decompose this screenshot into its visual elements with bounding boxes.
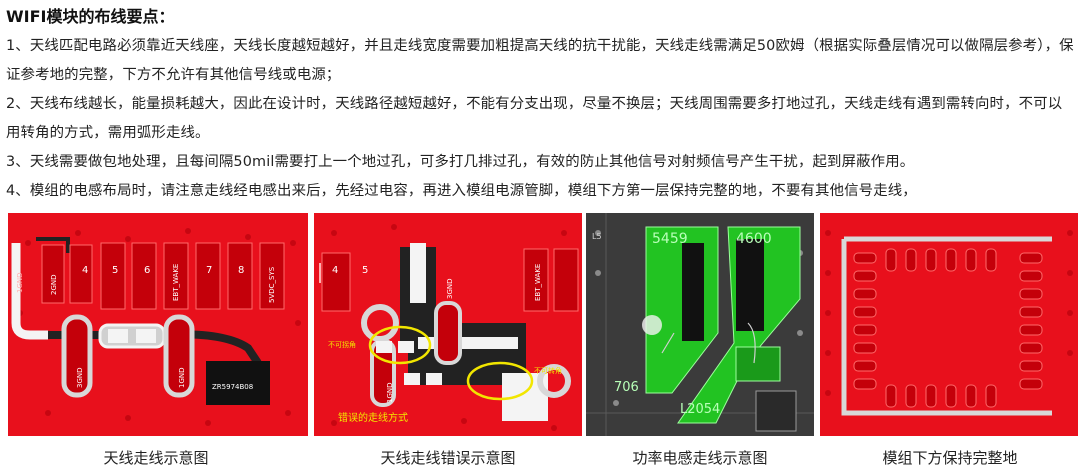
fig1-label-1gnd: 1GND	[16, 272, 24, 293]
fig1-label-2gnd: 2GND	[50, 274, 58, 295]
fig3-label-5459: 5459	[652, 231, 688, 247]
caption-figure-4: 模组下方保持完整地	[882, 449, 1018, 467]
fig2-label-pin5: 5	[362, 265, 368, 276]
fig3-label-4600: 4600	[736, 231, 772, 247]
section-heading: WIFI模块的布线要点：	[6, 7, 175, 26]
fig1-label-pin4: 4	[82, 265, 88, 276]
fig2-note-wrong: 错误的走线方式	[338, 411, 408, 424]
fig1-label-pin6: 6	[144, 265, 150, 276]
paragraph-1: 1、天线匹配电路必须靠近天线座，天线长度越短越好，并且走线宽度需要加粗提高天线的…	[6, 38, 1074, 83]
fig1-label-pin7: 7	[206, 265, 212, 276]
pcb-image-1: 1GND 4 5 6 7 8 2GND 3GND 1GND EBT_WAKE 5…	[8, 213, 308, 436]
figure-module-ground	[820, 213, 1078, 436]
fig2-label-pin4: 4	[332, 265, 338, 276]
pcb-image-2: 4 5 1GND 3GND EBT_WAKE 不可拐角 不可转角 错误的走线方式	[314, 213, 582, 436]
fig2-label-1gnd: 1GND	[386, 382, 394, 403]
fig1-label-pin8: 8	[238, 265, 244, 276]
caption-figure-3: 功率电感走线示意图	[632, 449, 768, 467]
fig2-label-ebt-wake: EBT_WAKE	[534, 264, 542, 301]
figure-power-inductor: L5 5459 4600 706 L2054	[586, 213, 814, 436]
figure-antenna-routing: 1GND 4 5 6 7 8 2GND 3GND 1GND EBT_WAKE 5…	[8, 213, 308, 436]
fig3-label-706: 706	[614, 380, 639, 395]
fig1-label-ebt-wake: EBT_WAKE	[172, 264, 180, 301]
fig2-label-3gnd: 3GND	[446, 278, 454, 299]
fig3-label-l5: L5	[592, 232, 602, 241]
pcb-image-4	[820, 213, 1078, 436]
fig2-note-turn: 不可转角	[534, 366, 562, 375]
paragraph-3: 3、天线需要做包地处理，且每间隔50mil需要打上一个地过孔，可多打几排过孔，有…	[6, 154, 915, 170]
fig1-label-3gnd: 3GND	[76, 367, 84, 388]
fig1-label-part: ZR5974B08	[212, 383, 253, 391]
pcb-image-3: L5 5459 4600 706 L2054	[586, 213, 814, 436]
fig3-label-l2054: L2054	[680, 402, 720, 417]
caption-figure-1: 天线走线示意图	[103, 449, 209, 467]
figure-antenna-routing-wrong: 4 5 1GND 3GND EBT_WAKE 不可拐角 不可转角 错误的走线方式	[314, 213, 582, 436]
fig2-note-corner: 不可拐角	[328, 340, 356, 349]
paragraph-4: 4、模组的电感布局时，请注意走线经电感出来后，先经过电容，再进入模组电源管脚，模…	[6, 183, 917, 199]
caption-figure-2: 天线走线错误示意图	[380, 449, 516, 467]
fig1-label-pin5: 5	[112, 265, 118, 276]
fig1-label-5vdc: 5VDC_SYS	[268, 266, 276, 303]
fig1-label-1gnd-b: 1GND	[178, 367, 186, 388]
paragraph-2: 2、天线布线越长，能量损耗越大，因此在设计时，天线路径越短越好，不能有分支出现，…	[6, 96, 1063, 141]
